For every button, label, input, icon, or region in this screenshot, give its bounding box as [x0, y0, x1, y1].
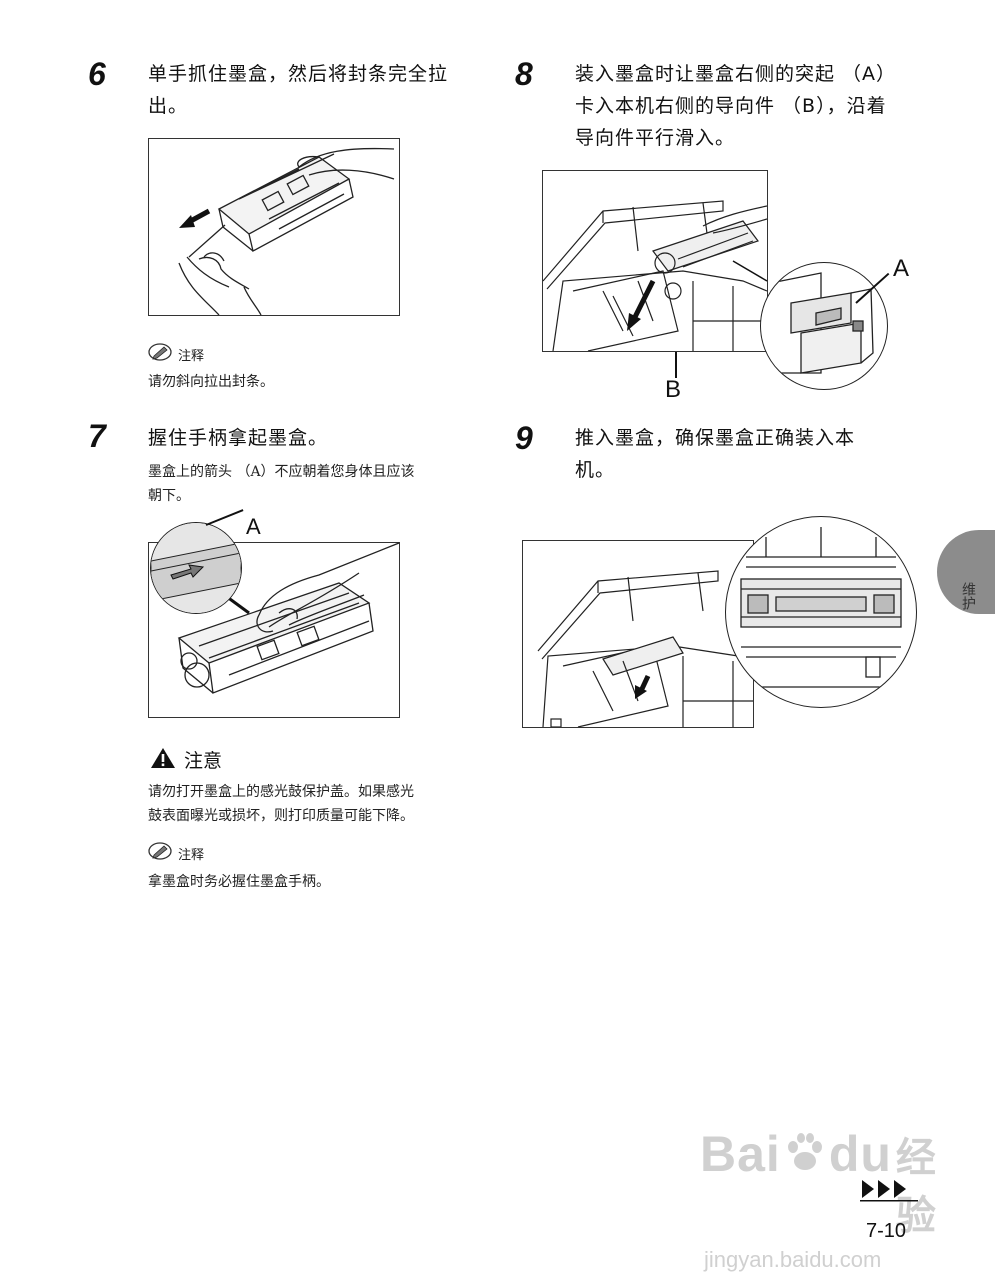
step-number-9: 9: [515, 420, 533, 456]
step-7-callout-a: A: [246, 514, 261, 539]
caution-text: 请勿打开墨盒上的感光鼓保护盖。如果感光 鼓表面曝光或损坏，则打印质量可能下降。: [148, 780, 498, 828]
step-6-title: 单手抓住墨盒，然后将封条完全拉 出。: [148, 58, 488, 122]
step-7-description: 墨盒上的箭头 （A）不应朝着您身体且应该 朝下。: [148, 460, 498, 508]
step-number-6: 6: [88, 56, 106, 92]
chapter-tab-label: 维护: [960, 582, 976, 610]
note-2-heading-text: 注释: [178, 847, 205, 863]
step-7-description-line: 墨盒上的箭头 （A）不应朝着您身体且应该: [148, 464, 415, 480]
note-1-heading-text: 注释: [178, 348, 205, 364]
paw-icon: [783, 1129, 827, 1173]
pencil-note-icon: [148, 842, 172, 864]
step-9-title-line: 推入墨盒，确保墨盒正确装入本: [575, 427, 856, 449]
step-9-zoom-detail: [725, 516, 917, 708]
step-9-title: 推入墨盒，确保墨盒正确装入本 机。: [575, 422, 915, 486]
step-8-callout-b: B: [665, 376, 682, 403]
watermark-url: jingyan.baidu.com: [704, 1247, 882, 1272]
step-8-title-line: 装入墨盒时让墨盒右侧的突起 （A）: [575, 63, 897, 85]
step-8-callout-a: A: [893, 255, 910, 282]
note-2-text: 拿墨盒时务必握住墨盒手柄。: [148, 874, 330, 890]
note-1-heading: 注释: [148, 343, 204, 365]
caution-heading-text: 注意: [184, 750, 223, 772]
step-7-leader-line: [205, 509, 244, 526]
caution-text-line: 请勿打开墨盒上的感光鼓保护盖。如果感光: [148, 784, 414, 800]
step-7-title: 握住手柄拿起墨盒。: [148, 427, 329, 449]
continue-arrows-icon: [860, 1176, 918, 1206]
watermark-brand-part: du: [828, 1126, 892, 1182]
caution-heading: 注意: [150, 746, 222, 773]
step-8-illustration: [542, 170, 768, 352]
step-6-title-line: 单手抓住墨盒，然后将封条完全拉: [148, 63, 449, 85]
note-2-heading: 注释: [148, 842, 204, 864]
step-8-title: 装入墨盒时让墨盒右侧的突起 （A） 卡入本机右侧的导向件 （B），沿着 导向件平…: [575, 58, 935, 154]
step-6-illustration: [148, 138, 400, 316]
step-8-title-line: 卡入本机右侧的导向件 （B），沿着: [575, 95, 887, 117]
step-number-7: 7: [88, 418, 106, 454]
step-8-b-leader-line: [675, 352, 677, 378]
step-9-illustration: [522, 540, 754, 728]
warning-icon: [150, 747, 176, 773]
step-8-zoom-detail: [760, 262, 888, 390]
note-1-text: 请勿斜向拉出封条。: [148, 374, 274, 390]
step-9-title-line: 机。: [575, 459, 616, 481]
step-number-8: 8: [515, 56, 533, 92]
step-7-description-line: 朝下。: [148, 488, 190, 504]
step-6-title-line: 出。: [148, 95, 189, 117]
step-7-zoom-detail: [150, 522, 242, 614]
page-number: 7-10: [866, 1220, 907, 1242]
watermark-brand-part: Bai: [700, 1126, 781, 1182]
caution-text-line: 鼓表面曝光或损坏，则打印质量可能下降。: [148, 808, 414, 824]
step-8-title-line: 导向件平行滑入。: [575, 127, 736, 149]
pencil-note-icon: [148, 343, 172, 365]
